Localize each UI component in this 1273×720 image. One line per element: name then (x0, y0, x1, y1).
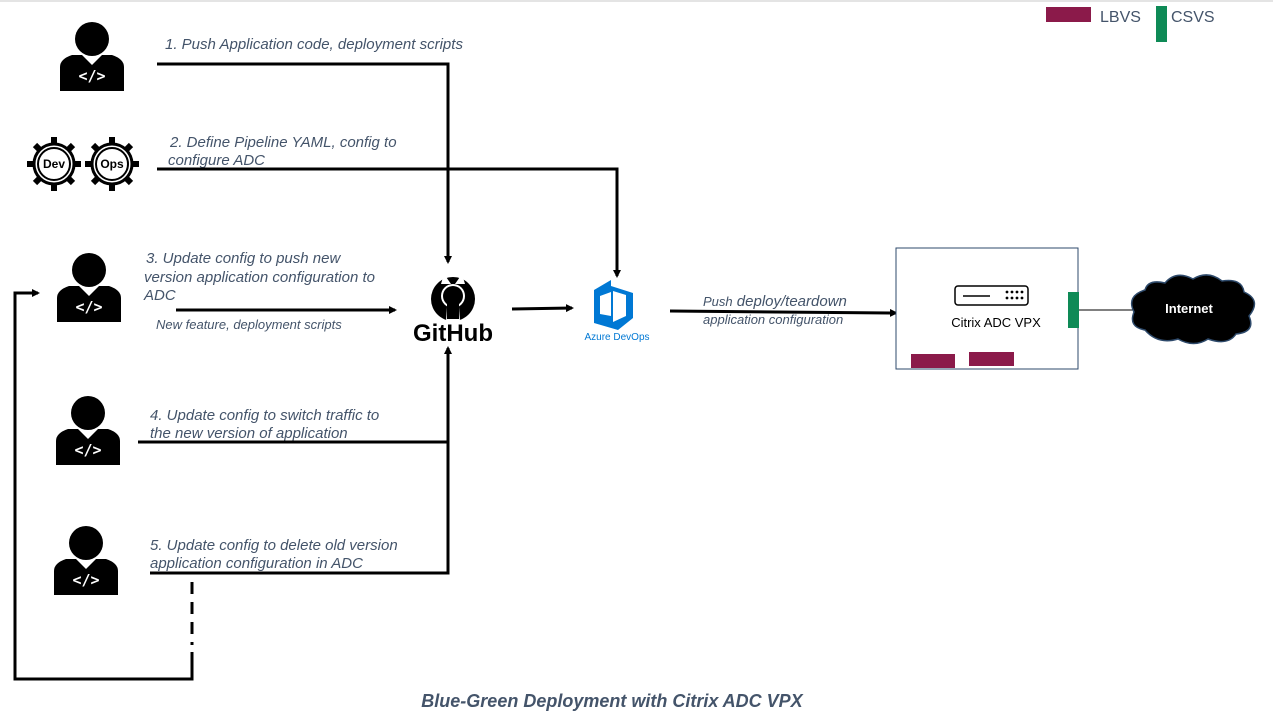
step-1-label: 1. Push Application code, deployment scr… (165, 36, 463, 53)
developer-icon (56, 396, 120, 465)
citrix-adc-box (895, 247, 1079, 370)
csvs-block (1068, 292, 1079, 328)
developer-icon (54, 526, 118, 595)
step-3-label-line3: ADC (143, 287, 176, 304)
connector-azure-to-adc (669, 308, 898, 317)
connector-step1-to-github (157, 62, 452, 264)
legend-csvs-label: CSVS (1171, 9, 1215, 26)
developer-icon (57, 253, 121, 322)
step-5-label-line1: 5. Update config to delete old version (150, 537, 398, 554)
step-5-label-line2: application configuration in ADC (150, 555, 363, 572)
legend-csvs-swatch (1156, 6, 1167, 42)
github-label: GitHub (413, 320, 493, 347)
diagram-caption: Blue-Green Deployment with Citrix ADC VP… (421, 691, 803, 711)
connector-loop-back (13, 289, 194, 681)
push-word: Push (703, 294, 733, 309)
citrix-adc-label: Citrix ADC VPX (951, 315, 1041, 330)
lbvs-block (911, 354, 955, 368)
connector-step5-to-github (150, 442, 450, 575)
developer-icon (60, 22, 124, 91)
step-3-label-line1: 3. Update config to push new (146, 250, 341, 267)
gear-dev-label: Dev (43, 157, 65, 171)
legend-lbvs-label: LBVS (1100, 9, 1141, 26)
step-4-label-line2: the new version of application (150, 425, 348, 442)
internet-cloud-icon (1130, 274, 1256, 345)
github-logo (431, 274, 475, 321)
step-4-label-line1: 4. Update config to switch traffic to (150, 407, 379, 424)
step-3-label-line2: version application configuration to (144, 269, 375, 286)
connector-github-to-azure (511, 304, 574, 313)
appliance-icon (954, 285, 1029, 306)
lbvs-block (969, 352, 1014, 366)
azure-devops-logo (594, 280, 633, 330)
legend-lbvs-swatch (1046, 7, 1091, 22)
connector-step2-to-azure (157, 167, 621, 278)
step-2-label-line1: 2. Define Pipeline YAML, config to (169, 134, 397, 151)
push-label-line1: Push deploy/teardown (703, 293, 847, 310)
push-rest: deploy/teardown (733, 293, 847, 310)
step-2-label-line2: configure ADC (168, 152, 265, 169)
azure-devops-label: Azure DevOps (584, 332, 649, 343)
step-3-sub-label: New feature, deployment scripts (156, 317, 342, 332)
devops-gears-icon: Dev Ops (27, 137, 139, 191)
push-label-line2: application configuration (703, 312, 843, 327)
gear-ops-label: Ops (100, 157, 124, 171)
internet-label: Internet (1165, 301, 1213, 316)
